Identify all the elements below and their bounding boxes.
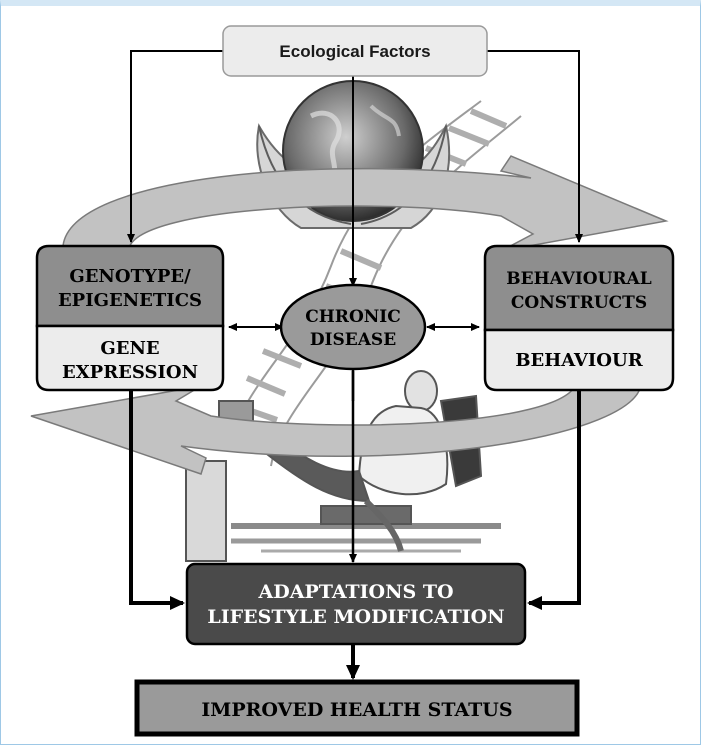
cycle-arrow-top <box>62 155 669 252</box>
exercise-illustration <box>185 370 501 562</box>
improved-health-label: IMPROVED HEALTH STATUS <box>201 699 512 721</box>
chronic-disease-label-line2: DISEASE <box>310 330 396 350</box>
chronic-disease-label-line1: CHRONIC <box>305 307 401 327</box>
conceptual-diagram: Ecological Factors GENOTYPE/ EPIGENETICS… <box>30 25 675 737</box>
genotype-box: GENOTYPE/ EPIGENETICS GENE EXPRESSION <box>35 244 225 392</box>
behavioural-label-line2: CONSTRUCTS <box>511 293 647 313</box>
cycle-arrow-bottom <box>30 383 642 475</box>
adaptations-box: ADAPTATIONS TO LIFESTYLE MODIFICATION <box>185 562 527 646</box>
chronic-disease-node: CHRONIC DISEASE <box>279 283 427 371</box>
ecological-factors-box: Ecological Factors <box>222 25 488 77</box>
connectors <box>127 50 583 680</box>
adaptations-label-line2: LIFESTYLE MODIFICATION <box>207 606 504 628</box>
gene-expression-label-line1: GENE <box>100 338 159 359</box>
ecological-factors-label: Ecological Factors <box>279 42 430 61</box>
genotype-label-line2: EPIGENETICS <box>58 290 202 311</box>
adaptations-label-line1: ADAPTATIONS TO <box>257 581 453 603</box>
gene-expression-label-line2: EXPRESSION <box>62 362 198 383</box>
genotype-label-line1: GENOTYPE/ <box>69 266 191 287</box>
behavioural-box: BEHAVIOURAL CONSTRUCTS BEHAVIOUR <box>483 244 675 392</box>
improved-health-box: IMPROVED HEALTH STATUS <box>134 679 580 737</box>
behaviour-label: BEHAVIOUR <box>515 350 643 371</box>
behavioural-label-line1: BEHAVIOURAL <box>506 269 651 289</box>
